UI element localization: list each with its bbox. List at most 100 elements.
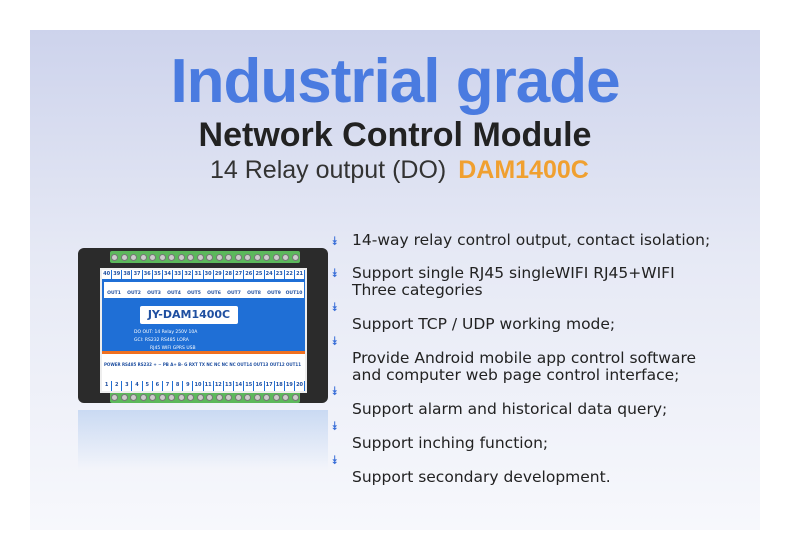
terminal-screw: [111, 393, 119, 401]
feature-item: Support secondary development.: [352, 468, 611, 486]
terminal-screw: [263, 253, 271, 261]
output-label: OUT4: [167, 291, 181, 296]
terminal-number: 22: [285, 270, 295, 279]
terminal-screw: [225, 393, 233, 401]
terminal-number: 7: [163, 381, 174, 391]
terminal-number: 31: [193, 270, 204, 279]
terminal-number: 28: [224, 270, 235, 279]
feature-item: Support single RJ45 singleWIFI RJ45+WIFI: [352, 264, 675, 282]
terminal-number: 25: [254, 270, 265, 279]
output-label: OUT1: [107, 291, 121, 296]
terminal-number: 32: [183, 270, 194, 279]
terminal-number: 17: [265, 381, 275, 391]
tagline-text: 14 Relay output (DO): [210, 156, 447, 184]
terminal-screw: [130, 393, 138, 401]
terminal-number: 26: [244, 270, 255, 279]
spec-do: DO OUT: 14 Relay 250V 10A: [134, 330, 198, 335]
terminal-number: 29: [214, 270, 224, 279]
terminal-screw: [177, 393, 185, 401]
terminal-number: 10: [193, 381, 204, 391]
terminal-screw: [253, 253, 261, 261]
terminal-number: 9: [183, 381, 194, 391]
terminal-screw: [168, 393, 176, 401]
terminal-screw: [149, 393, 157, 401]
terminal-screw: [215, 393, 223, 401]
terminal-screw: [177, 253, 185, 261]
double-chevron-down-icon: ⯯: [331, 419, 339, 433]
terminal-number: 18: [275, 381, 285, 391]
terminal-screw: [234, 393, 242, 401]
terminal-number: 35: [153, 270, 163, 279]
model-name: DAM1400C: [458, 156, 589, 184]
double-chevron-down-icon: ⯯: [331, 453, 339, 467]
terminal-screw: [282, 393, 290, 401]
output-label: OUT7: [227, 291, 241, 296]
terminal-screw: [282, 253, 290, 261]
terminal-screw: [206, 253, 214, 261]
feature-item: Support alarm and historical data query;: [352, 400, 668, 418]
terminal-screw: [149, 253, 157, 261]
double-chevron-down-icon: ⯯: [331, 334, 339, 348]
double-chevron-down-icon: ⯯: [331, 300, 339, 314]
terminal-number: 11: [204, 381, 214, 391]
terminal-screw: [187, 393, 195, 401]
feature-item: Support inching function;: [352, 434, 549, 452]
terminal-number: 30: [204, 270, 214, 279]
terminal-screw: [253, 393, 261, 401]
subheadline: Network Control Module: [198, 116, 592, 154]
bottom-label-strip: POWER RS485 RS232 + − PB A+ B- G RXT TX …: [102, 351, 305, 381]
terminal-screw: [187, 253, 195, 261]
terminal-screw: [272, 393, 280, 401]
terminal-screw: [215, 253, 223, 261]
double-chevron-down-icon: ⯯: [331, 266, 339, 280]
terminal-screw: [139, 393, 147, 401]
double-chevron-down-icon: ⯯: [331, 234, 339, 248]
terminal-number: 38: [122, 270, 133, 279]
terminal-number: 4: [132, 381, 143, 391]
terminal-number: 23: [275, 270, 285, 279]
terminal-number: 33: [173, 270, 184, 279]
device-reflection: [78, 410, 328, 470]
terminal-number: 1: [102, 381, 113, 391]
bottom-labels: POWER RS485 RS232 + − PB A+ B- G RXT TX …: [104, 362, 301, 367]
device-model-label: JY-DAM1400C: [140, 306, 238, 324]
terminal-screw: [225, 253, 233, 261]
headline: Industrial grade: [170, 47, 620, 116]
terminal-screw: [158, 253, 166, 261]
feature-item: Three categories: [352, 281, 483, 299]
terminal-number: 37: [132, 270, 143, 279]
feature-item: and computer web page control interface;: [352, 366, 680, 384]
terminal-number: 16: [254, 381, 265, 391]
terminal-number: 39: [112, 270, 123, 279]
terminal-number: 5: [143, 381, 153, 391]
bottom-terminal-block: [110, 391, 300, 403]
terminal-screw: [168, 253, 176, 261]
top-terminal-block: [110, 251, 300, 263]
terminal-screw: [111, 253, 119, 261]
terminal-number: 14: [234, 381, 245, 391]
terminal-screw: [196, 253, 204, 261]
terminal-number: 40: [102, 270, 113, 279]
output-label: OUT6: [207, 291, 221, 296]
terminal-screw: [272, 253, 280, 261]
output-label: OUT8: [247, 291, 261, 296]
tagline: 14 Relay output (DO) DAM1400C: [210, 156, 589, 185]
terminal-number: 27: [234, 270, 245, 279]
terminal-number: 13: [224, 381, 235, 391]
terminal-screw: [244, 393, 252, 401]
output-label: OUT2: [127, 291, 141, 296]
terminal-number: 20: [295, 381, 306, 391]
output-label: OUT3: [147, 291, 161, 296]
terminal-screw: [158, 393, 166, 401]
spec-gci: GCI: RS232 RS485 LORA: [134, 338, 189, 343]
terminal-number: 19: [285, 381, 295, 391]
feature-item: Provide Android mobile app control softw…: [352, 349, 697, 367]
terminal-number: 12: [214, 381, 224, 391]
terminal-screw: [263, 393, 271, 401]
terminal-number: 36: [143, 270, 153, 279]
terminal-number: 24: [265, 270, 275, 279]
terminal-number: 3: [122, 381, 133, 391]
